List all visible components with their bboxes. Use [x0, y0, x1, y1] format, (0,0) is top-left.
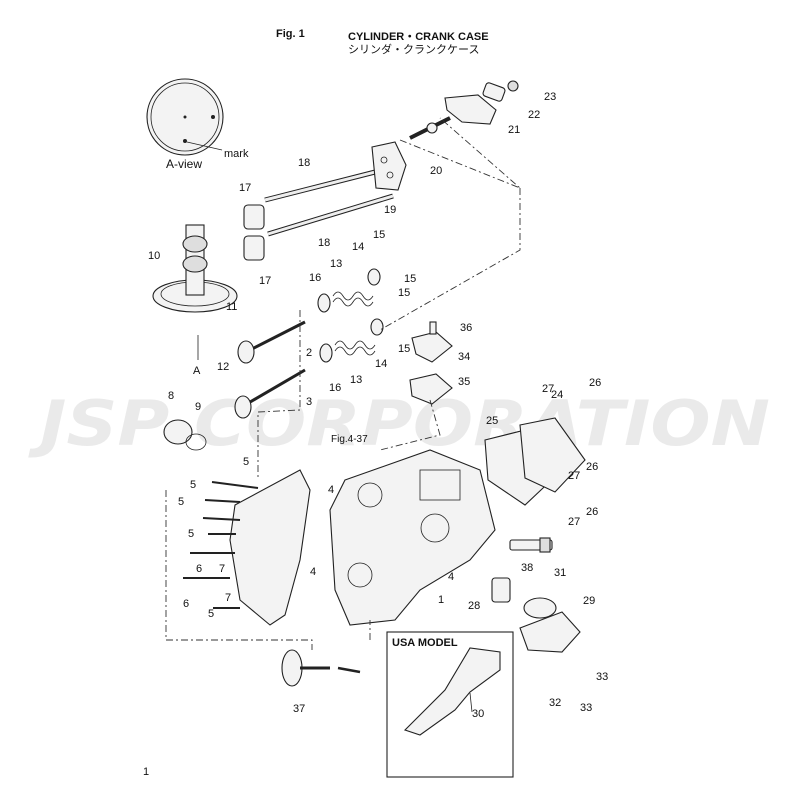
callout-number: 15: [398, 343, 410, 355]
callout-number: 33: [580, 702, 592, 714]
callout-number: 4: [328, 484, 334, 496]
callout-number: 26: [586, 506, 598, 518]
callout-number: 28: [468, 600, 480, 612]
callout-number: 13: [330, 258, 342, 270]
thermostat-assembly: [491, 577, 581, 653]
callout-number: 31: [554, 567, 566, 579]
callout-number: 14: [352, 241, 364, 253]
callout-number: 18: [298, 157, 310, 169]
pushrods: [264, 167, 394, 237]
spark-plug: [509, 537, 553, 553]
page-number: 1: [143, 766, 150, 778]
callout-number: 22: [528, 109, 540, 121]
callout-number: 19: [384, 204, 396, 216]
callout-number: 12: [217, 361, 229, 373]
callout-number: 25: [486, 415, 498, 427]
callout-number: 17: [259, 275, 271, 287]
callout-number: 11: [226, 301, 237, 313]
callout-number: 24: [551, 389, 563, 401]
callout-number: 5: [208, 608, 214, 620]
watermark: JSP CORPORATION: [27, 387, 770, 460]
callout-number: 38: [521, 562, 533, 574]
callout-number: 13: [350, 374, 362, 386]
callout-number: 16: [329, 382, 341, 394]
callout-number: 27: [568, 470, 580, 482]
figure-title: CYLINDER・CRANK CASE: [348, 31, 489, 43]
callout-number: 18: [318, 237, 330, 249]
valves: [234, 320, 306, 419]
rocker-plate: [371, 141, 407, 191]
callout-number: 4: [310, 566, 316, 578]
tappets: [243, 204, 265, 261]
callout-number: 23: [544, 91, 556, 103]
callout-number: 6: [196, 563, 202, 575]
oil-cap: [163, 419, 207, 451]
callout-number: 15: [373, 229, 385, 241]
callout-number: 1: [438, 594, 444, 606]
callout-number: 5: [188, 528, 194, 540]
callout-number: 29: [583, 595, 595, 607]
callout-number: 6: [183, 598, 189, 610]
camshaft: [152, 224, 238, 313]
valve-springs: [317, 268, 384, 363]
valve-cover-gasket: [484, 417, 586, 506]
bracket-assembly: [444, 80, 519, 125]
callout-number: 34: [458, 351, 470, 363]
oil-pump-gear: [281, 649, 361, 687]
view-arrow-label: A: [193, 365, 201, 377]
callout-number: 27: [542, 383, 554, 395]
a-view-drawing: [146, 78, 224, 156]
callout-number: 35: [458, 376, 470, 388]
callout-number: 30: [472, 708, 484, 720]
callout-number: 37: [293, 703, 305, 715]
callout-number: 16: [309, 272, 321, 284]
callout-number: 14: [375, 358, 387, 370]
callout-number: 2: [306, 347, 312, 359]
figure-title-japanese: シリンダ・クランクケース: [348, 44, 480, 56]
figure-number: Fig. 1: [276, 28, 305, 40]
usa-model-label: USA MODEL: [392, 637, 458, 649]
callout-number: 21: [508, 124, 520, 136]
callout-number: 26: [586, 461, 598, 473]
callout-number: 10: [148, 250, 160, 262]
callout-number: 15: [398, 287, 410, 299]
callout-number: 27: [568, 516, 580, 528]
callout-number: 33: [596, 671, 608, 683]
callout-number: 32: [549, 697, 561, 709]
crankcase-halves: [229, 449, 496, 626]
callout-number: 5: [190, 479, 196, 491]
callout-number: 8: [168, 390, 174, 402]
assembly-boundary-lines: [165, 117, 521, 650]
housing-bolts: [183, 481, 259, 609]
callout-number: 26: [589, 377, 601, 389]
callout-number: 15: [404, 273, 416, 285]
a-view-label: A-view: [166, 157, 202, 171]
mark-label: mark: [224, 148, 249, 160]
callout-number: 36: [460, 322, 472, 334]
callout-number: 17: [239, 182, 251, 194]
callout-number: 9: [195, 401, 201, 413]
usa-model-box: [386, 631, 514, 778]
callout-number: 5: [243, 456, 249, 468]
callout-number: 20: [430, 165, 442, 177]
callout-number: 7: [219, 563, 225, 575]
figure-reference: Fig.4-37: [331, 434, 368, 445]
callout-number: 4: [448, 571, 454, 583]
callout-number: 5: [178, 496, 184, 508]
cover-and-gasket: [409, 321, 453, 405]
callout-number: 3: [306, 396, 312, 408]
callout-number: 7: [225, 592, 231, 604]
